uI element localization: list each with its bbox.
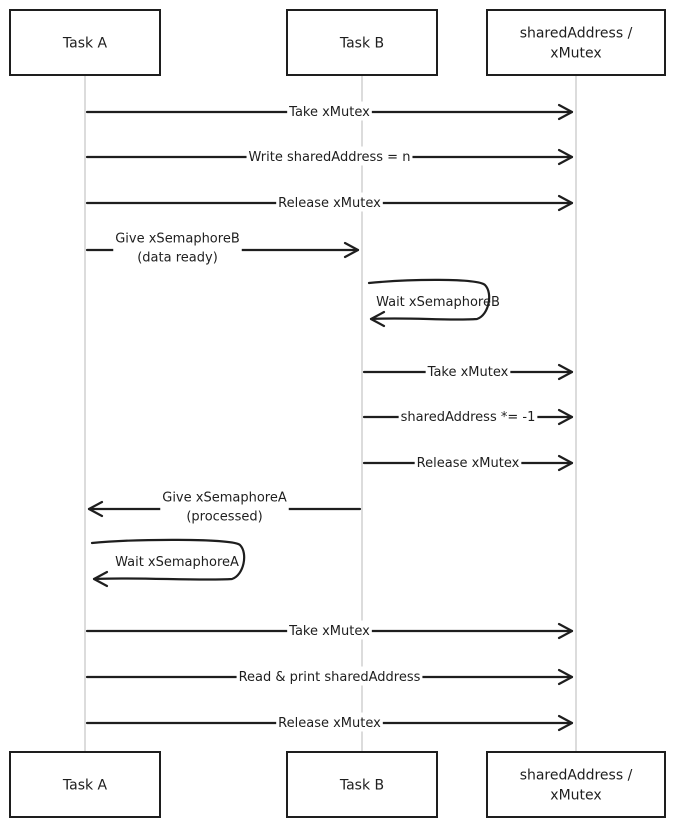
participant-box [9, 751, 161, 818]
participant-box [486, 751, 666, 818]
message-label: Write sharedAddress = n [249, 150, 411, 165]
message-label-group: Release xMutex [414, 452, 522, 472]
message-label: (data ready) [137, 251, 218, 266]
message-12: Release xMutex [85, 712, 574, 732]
message-3: Give xSemaphoreB (data ready) [85, 230, 360, 268]
participant-label: Task A [62, 36, 108, 52]
message-label-group: Release xMutex [276, 192, 383, 212]
participant-1-top: Task B [286, 9, 438, 76]
message-label: Take xMutex [288, 105, 370, 120]
self-loop-line [90, 538, 246, 581]
message-label: (processed) [186, 510, 262, 525]
arrow-head [87, 500, 104, 518]
message-label-background [113, 230, 242, 268]
arrow-head [557, 103, 574, 121]
participant-label: sharedAddress / [520, 26, 633, 42]
message-5: Take xMutex [362, 361, 574, 381]
message-11: Read & print sharedAddress [85, 666, 574, 686]
participant-1-bottom: Task B [286, 751, 438, 818]
message-label-group: Give xSemaphoreA (processed) [160, 489, 289, 527]
message-label-background [287, 620, 372, 640]
message-9: Wait xSemaphoreA [90, 538, 246, 588]
message-label-group: Write sharedAddress = n [246, 146, 413, 166]
message-label-group: Take xMutex [287, 620, 372, 640]
arrow-head [557, 714, 574, 732]
participant-label: Task B [339, 36, 384, 52]
message-label-group: Release xMutex [276, 712, 383, 732]
message-label: Take xMutex [288, 624, 370, 639]
participant-2-top: sharedAddress / xMutex [486, 9, 666, 76]
message-2: Release xMutex [85, 192, 574, 212]
participant-label: Task B [339, 778, 384, 794]
message-label: Wait xSemaphoreB [376, 295, 500, 310]
message-label: Wait xSemaphoreA [115, 555, 239, 570]
message-6: sharedAddress *= -1 [362, 406, 574, 426]
message-label: Release xMutex [417, 456, 520, 471]
message-8: Give xSemaphoreA (processed) [87, 489, 362, 527]
message-label-group: Give xSemaphoreB (data ready) [113, 230, 242, 268]
message-label-background [276, 712, 383, 732]
message-4: Wait xSemaphoreB [367, 278, 500, 328]
message-label-group: Take xMutex [287, 101, 372, 121]
arrow-head [369, 310, 386, 328]
arrow-head [557, 408, 574, 426]
participant-0-top: Task A [9, 9, 161, 76]
message-label-background [236, 666, 423, 686]
arrow-head [557, 622, 574, 640]
participant-label: xMutex [550, 788, 601, 804]
participant-0-bottom: Task A [9, 751, 161, 818]
message-label: Take xMutex [427, 365, 509, 380]
self-loop-line [367, 278, 491, 321]
message-label-background [425, 361, 511, 381]
message-label-group: sharedAddress *= -1 [398, 406, 538, 426]
arrow-head [557, 454, 574, 472]
participant-box [486, 9, 666, 76]
participant-label: xMutex [550, 46, 601, 62]
message-label: Give xSemaphoreA [162, 491, 287, 506]
message-label-background [160, 489, 289, 527]
participant-label: Task A [62, 778, 108, 794]
participants: Task A Task A Task B Task B sharedAddress / x… [9, 9, 666, 818]
message-label: sharedAddress *= -1 [401, 410, 536, 425]
message-label-background [246, 146, 413, 166]
participant-2-bottom: sharedAddress / xMutex [486, 751, 666, 818]
participant-box [286, 9, 438, 76]
message-label-background [398, 406, 538, 426]
message-10: Take xMutex [85, 620, 574, 640]
message-label-group: Read & print sharedAddress [236, 666, 423, 686]
arrow-head [92, 570, 109, 588]
participant-box [286, 751, 438, 818]
arrow-head [557, 668, 574, 686]
participant-label: sharedAddress / [520, 768, 633, 784]
message-7: Release xMutex [362, 452, 574, 472]
message-label: Read & print sharedAddress [239, 670, 421, 685]
message-1: Write sharedAddress = n [85, 146, 574, 166]
arrow-head [557, 194, 574, 212]
message-label-background [287, 101, 372, 121]
arrow-head [557, 363, 574, 381]
message-label: Give xSemaphoreB [115, 232, 240, 247]
arrow-head [343, 241, 360, 259]
message-label-background [276, 192, 383, 212]
message-label-background [414, 452, 522, 472]
message-label-group: Take xMutex [425, 361, 511, 381]
arrow-head [557, 148, 574, 166]
message-0: Take xMutex [85, 101, 574, 121]
message-label: Release xMutex [278, 716, 381, 731]
participant-box [9, 9, 161, 76]
message-label: Release xMutex [278, 196, 381, 211]
